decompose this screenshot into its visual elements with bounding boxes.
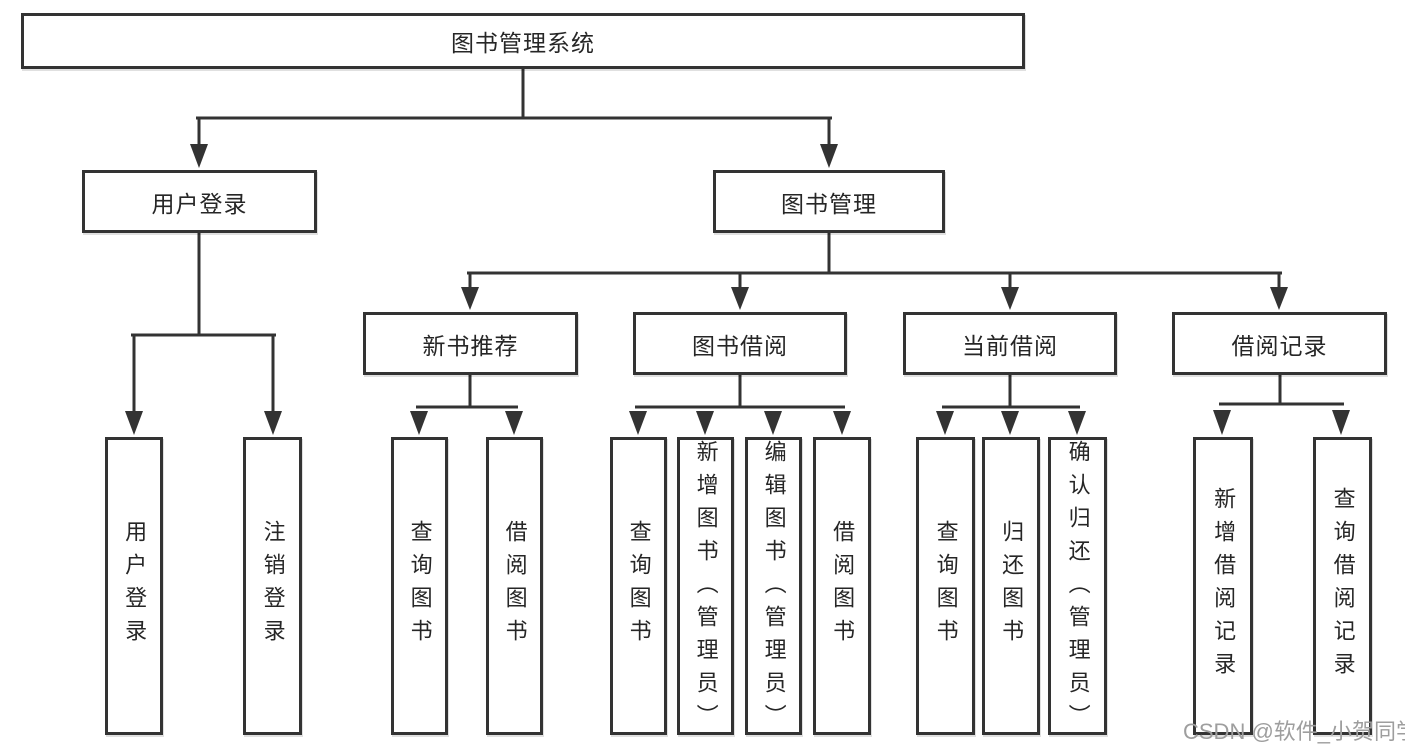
leaf-user-login-label: 用户登录 <box>122 520 148 652</box>
leaf-add-borrow-record-label: 新增借阅记录 <box>1211 487 1237 685</box>
leaf-user-login: 用户登录 <box>105 437 163 735</box>
node-borrowing-records: 借阅记录 <box>1172 312 1387 375</box>
leaf-confirm-return-admin-label: 确认归还（管理员） <box>1065 440 1091 737</box>
node-root: 图书管理系统 <box>21 13 1025 69</box>
leaf-return-books: 归还图书 <box>982 437 1040 735</box>
leaf-add-books-admin-label: 新增图书（管理员） <box>693 440 719 737</box>
node-user-login: 用户登录 <box>82 170 317 233</box>
leaf-borrow-books-recommend-label: 借阅图书 <box>502 520 528 652</box>
leaf-query-books-current: 查询图书 <box>916 437 975 735</box>
leaf-borrow-books-recommend: 借阅图书 <box>486 437 543 735</box>
node-new-book-recommend-label: 新书推荐 <box>422 332 519 359</box>
leaf-borrow-books-borrowing-label: 借阅图书 <box>830 520 856 652</box>
node-book-borrowing-label: 图书借阅 <box>692 332 788 359</box>
leaf-query-books-recommend: 查询图书 <box>391 437 448 735</box>
leaf-query-borrow-record-label: 查询借阅记录 <box>1330 487 1356 685</box>
node-borrowing-records-label: 借阅记录 <box>1231 332 1328 359</box>
leaf-return-books-label: 归还图书 <box>999 520 1025 652</box>
leaf-query-books-borrowing: 查询图书 <box>610 437 667 735</box>
leaf-edit-books-admin-label: 编辑图书（管理员） <box>761 440 787 737</box>
leaf-query-books-current-label: 查询图书 <box>933 520 959 652</box>
node-user-login-label: 用户登录 <box>151 190 248 217</box>
node-current-borrowing-label: 当前借阅 <box>962 332 1058 359</box>
node-current-borrowing: 当前借阅 <box>903 312 1117 375</box>
node-new-book-recommend: 新书推荐 <box>363 312 578 375</box>
leaf-logout: 注销登录 <box>243 437 302 735</box>
leaf-borrow-books-borrowing: 借阅图书 <box>813 437 871 735</box>
leaf-query-books-borrowing-label: 查询图书 <box>626 520 652 652</box>
leaf-logout-label: 注销登录 <box>260 520 286 652</box>
node-book-borrowing: 图书借阅 <box>633 312 847 375</box>
leaf-edit-books-admin: 编辑图书（管理员） <box>745 437 802 737</box>
leaf-query-borrow-record: 查询借阅记录 <box>1313 437 1372 735</box>
leaf-add-books-admin: 新增图书（管理员） <box>677 437 734 737</box>
node-book-management: 图书管理 <box>713 170 945 233</box>
leaf-add-borrow-record: 新增借阅记录 <box>1193 437 1253 735</box>
node-root-label: 图书管理系统 <box>451 30 595 56</box>
leaf-confirm-return-admin: 确认归还（管理员） <box>1048 437 1107 737</box>
leaf-query-books-recommend-label: 查询图书 <box>407 520 433 652</box>
csdn-watermark: CSDN @软件_小贺同学 <box>1183 719 1405 744</box>
node-book-management-label: 图书管理 <box>781 190 877 217</box>
